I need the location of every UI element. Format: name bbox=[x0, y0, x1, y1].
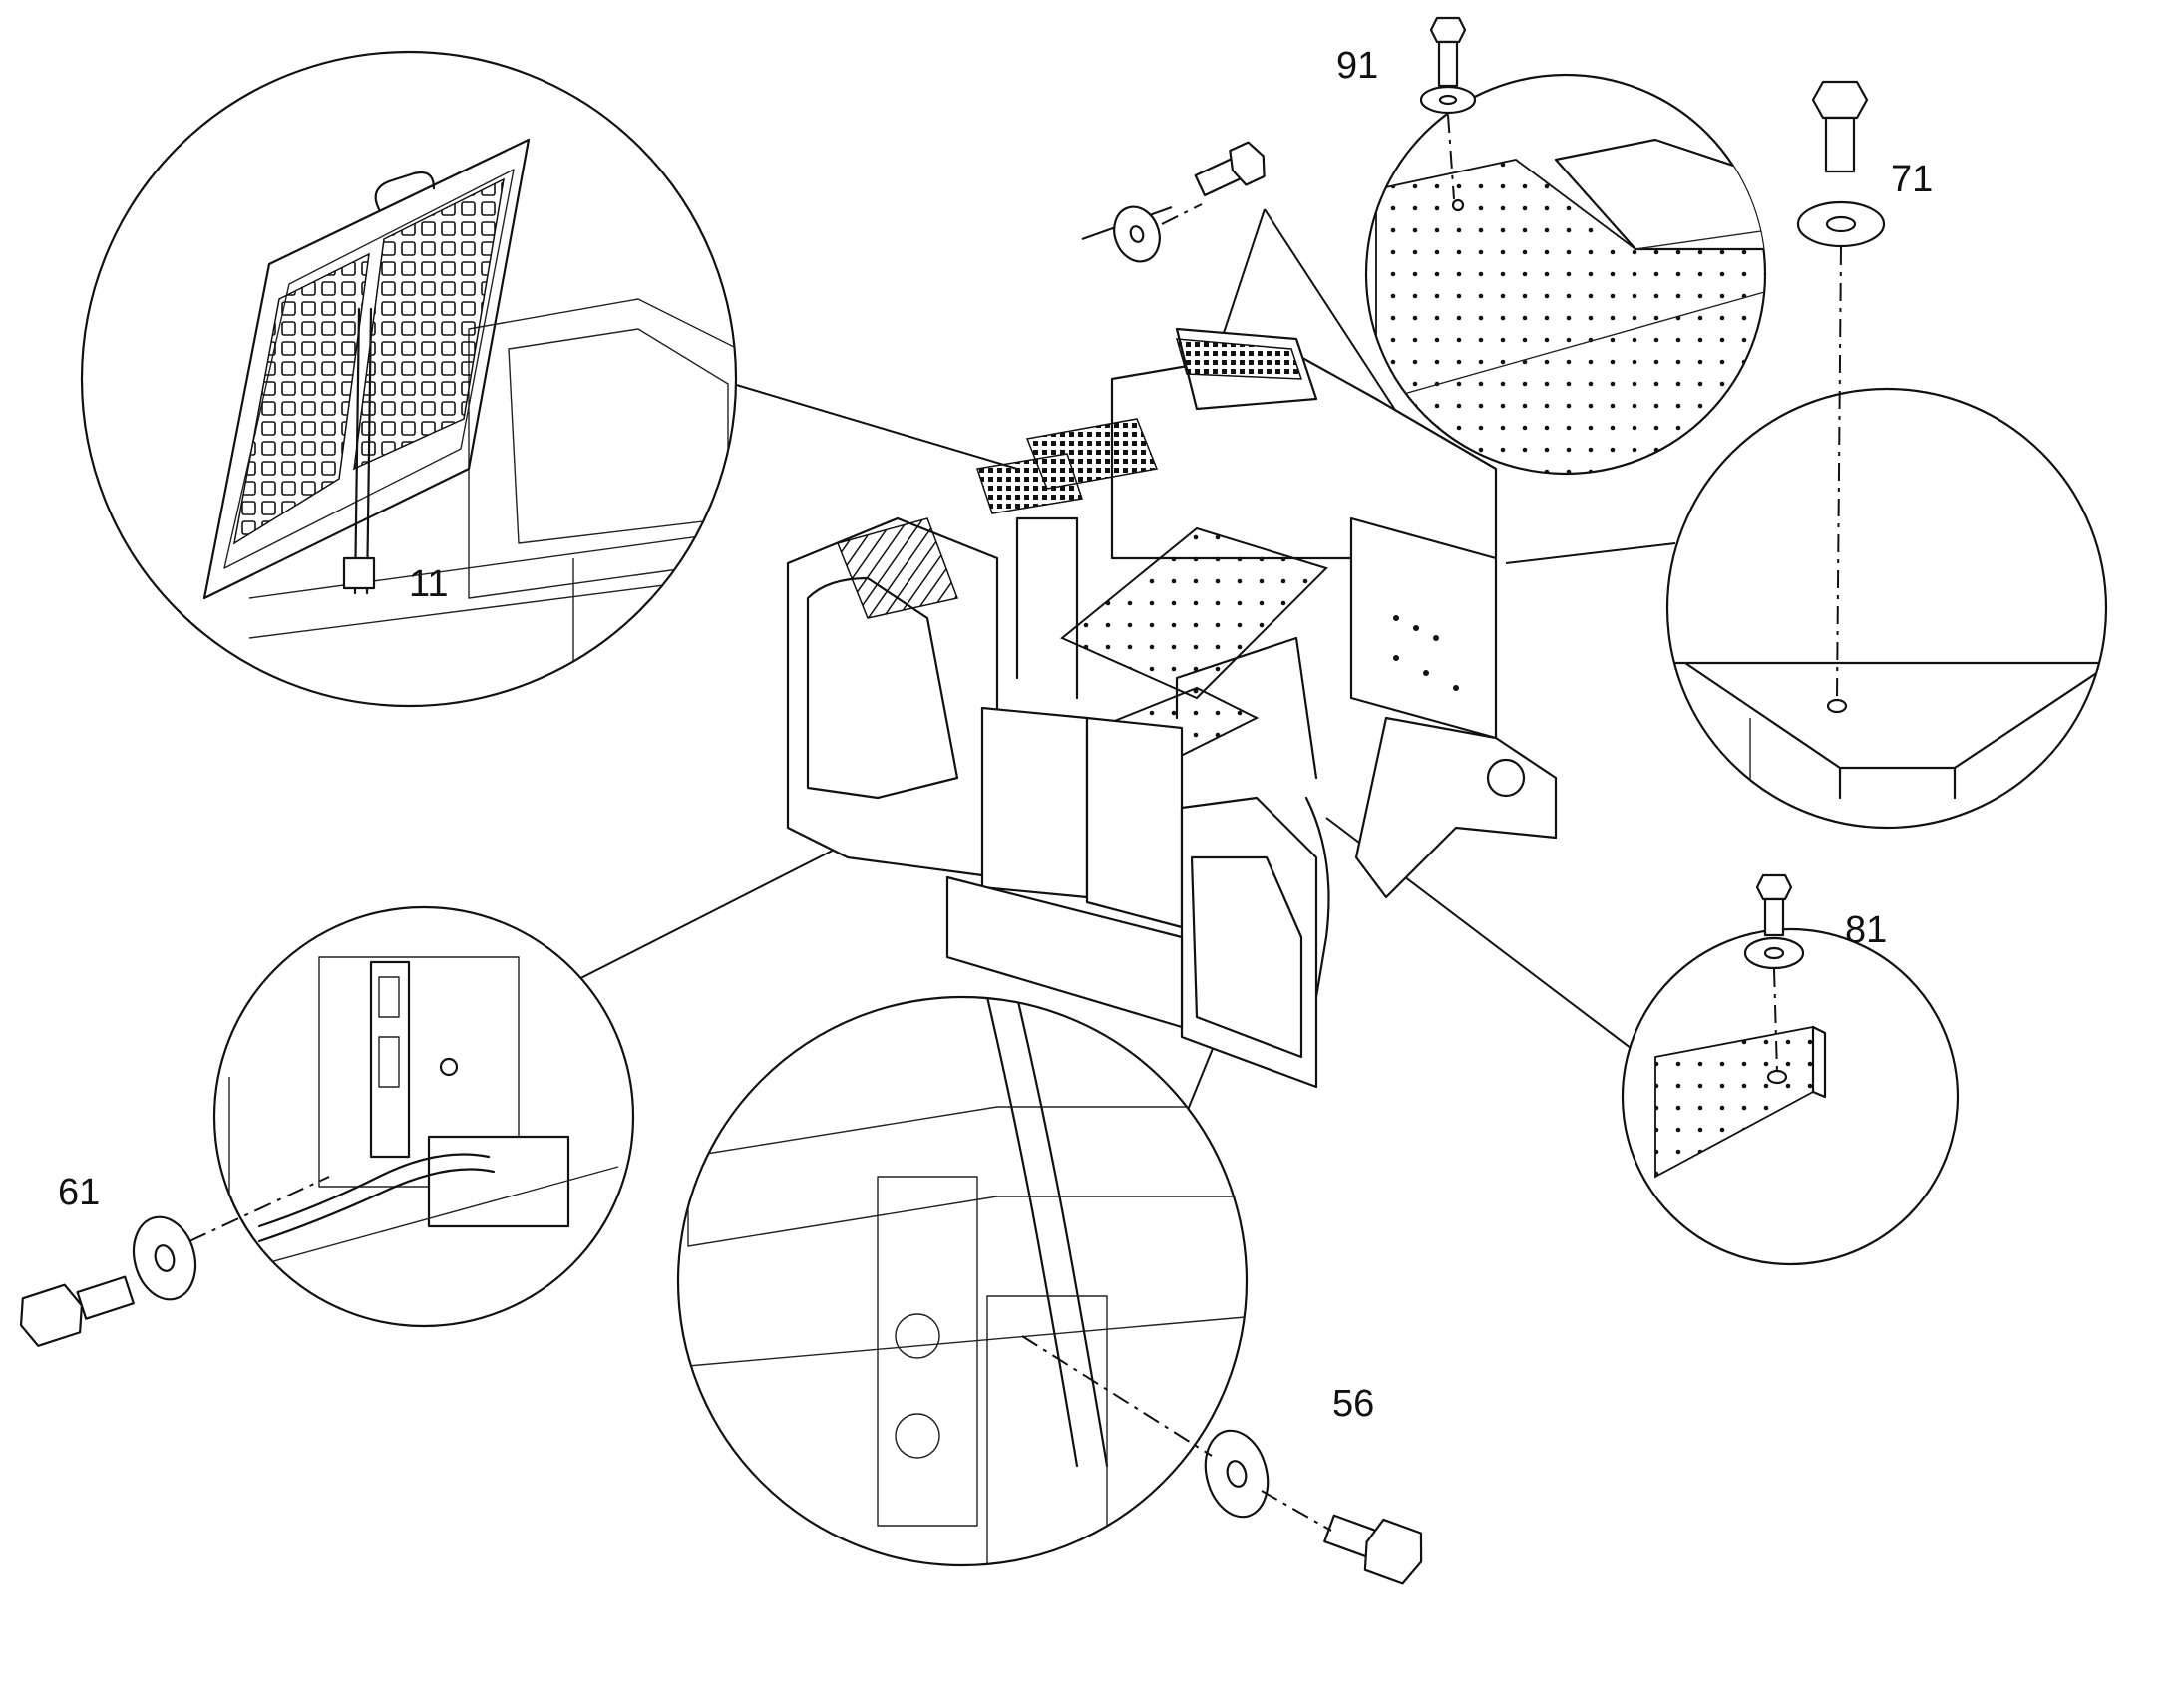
callout-91: 91 bbox=[1336, 45, 1378, 87]
bolt-81-assembly bbox=[1743, 873, 1805, 1074]
bolt-56-assembly bbox=[1021, 1335, 1423, 1585]
bolt-91-assembly bbox=[1419, 16, 1477, 200]
callout-81: 81 bbox=[1845, 909, 1887, 951]
detail-61-circle bbox=[212, 905, 635, 1328]
bolt-upper-assembly bbox=[1113, 141, 1266, 263]
detail-91-circle bbox=[1364, 73, 1767, 476]
detail-hatch-circle bbox=[80, 50, 738, 708]
detail-71-circle bbox=[1665, 387, 2108, 830]
bolt-71-assembly bbox=[1796, 80, 1886, 699]
callout-11: 11 bbox=[409, 563, 448, 605]
detail-56-circle bbox=[676, 995, 1249, 1567]
callout-61: 61 bbox=[58, 1172, 100, 1213]
machine-body bbox=[786, 327, 1558, 1089]
bolt-61-assembly bbox=[19, 1176, 330, 1347]
callout-71: 71 bbox=[1891, 159, 1933, 200]
callout-56: 56 bbox=[1332, 1383, 1374, 1425]
detail-81-circle bbox=[1621, 927, 1960, 1266]
